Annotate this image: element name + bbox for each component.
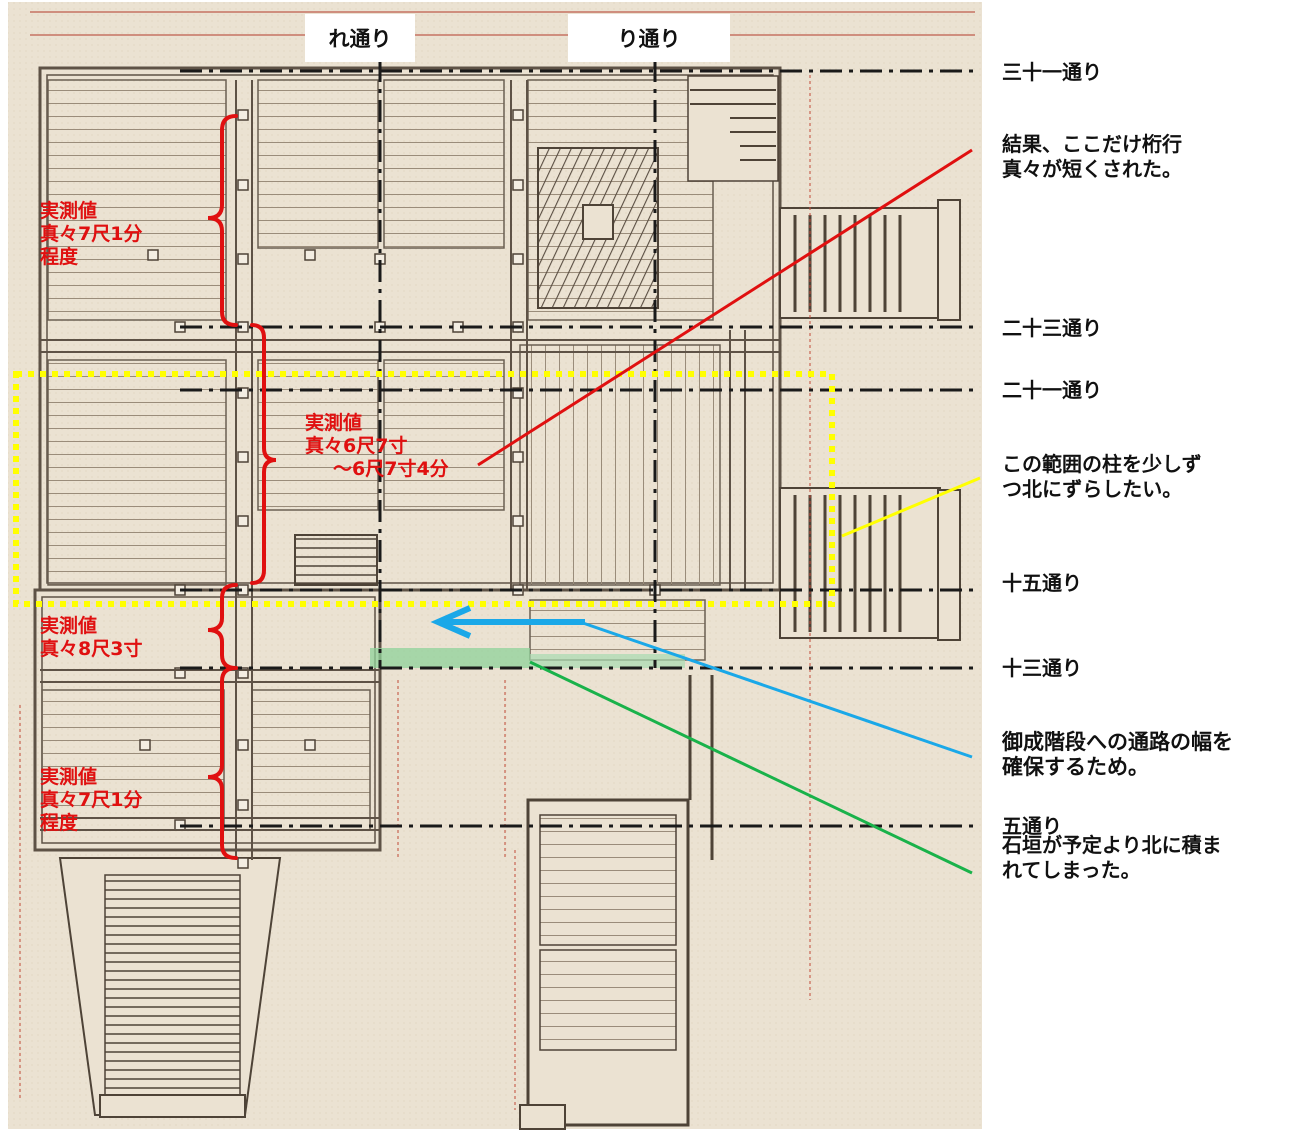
measurement-middle-3: ～6尺7寸4分 <box>333 458 449 480</box>
measurement-middle-1: 実測値 <box>305 412 363 434</box>
curly-brace-icon <box>207 114 277 860</box>
passage-pointer-line <box>579 620 973 759</box>
measurement-short: 実測値 真々8尺3寸 <box>40 615 143 660</box>
row-label-23: 二十三通り <box>1002 316 1102 340</box>
floor-rooms <box>41 79 721 831</box>
shift-pointer-line <box>841 476 981 538</box>
note-passage: 御成階段への通路の幅を 確保するため。 <box>1002 730 1233 779</box>
column-header-re: れ通り <box>305 14 415 62</box>
upper-right-stair <box>687 75 779 182</box>
note-result: 結果、ここだけ桁行 真々が短くされた。 <box>1002 132 1182 181</box>
row-label-31: 三十一通り <box>1002 60 1102 84</box>
stonewall-pointer-line <box>529 660 973 875</box>
middle-stair <box>294 534 378 586</box>
stone-wall-highlight <box>370 648 530 668</box>
row-label-21: 二十一通り <box>1002 378 1102 402</box>
result-pointer-line <box>477 148 973 467</box>
dimension-lines <box>19 75 811 1110</box>
stair-well <box>537 147 659 309</box>
grid-lines <box>180 60 975 828</box>
top-dimension-lines <box>30 11 975 36</box>
row-label-15: 十五通り <box>1002 571 1082 595</box>
lower-annex <box>519 675 714 1130</box>
measurement-bottom: 実測値 真々7尺1分 程度 <box>40 766 143 834</box>
measurement-middle-2: 真々6尺7寸 <box>305 435 408 457</box>
note-shift: この範囲の柱を少しず つ北にずらしたい。 <box>1002 452 1202 501</box>
shift-range-box <box>13 371 835 607</box>
row-label-5: 五通り <box>1002 814 1062 838</box>
row-label-13: 十三通り <box>1002 656 1082 680</box>
column-header-ri: り通り <box>568 14 730 62</box>
stone-wall-highlight-light <box>530 654 685 668</box>
measurement-top: 実測値 真々7尺1分 程度 <box>40 200 143 268</box>
arrow-left-icon <box>430 605 585 639</box>
front-steps <box>58 857 282 1118</box>
right-stairs <box>779 199 961 641</box>
note-stonewall: 石垣が予定より北に積ま れてしまった。 <box>1002 833 1222 882</box>
wall-strips <box>40 80 780 860</box>
